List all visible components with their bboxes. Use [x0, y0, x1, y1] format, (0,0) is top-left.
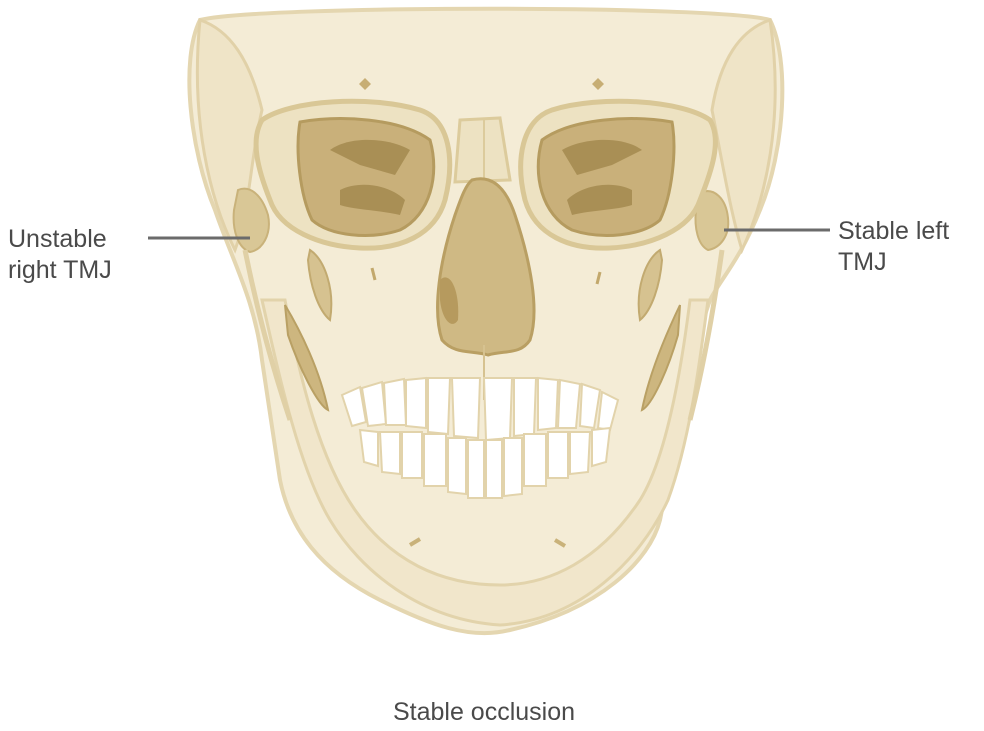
right-tmj-label-line1: Unstable: [8, 224, 112, 255]
left-tmj-label: Stable left TMJ: [838, 216, 949, 278]
left-tmj-label-line2: TMJ: [838, 247, 949, 278]
right-tmj-label: Unstable right TMJ: [8, 224, 112, 286]
right-tmj-label-line2: right TMJ: [8, 255, 112, 286]
left-tmj-label-line1: Stable left: [838, 216, 949, 247]
caption-text: Stable occlusion: [393, 698, 575, 727]
diagram-caption: Stable occlusion: [0, 698, 984, 727]
